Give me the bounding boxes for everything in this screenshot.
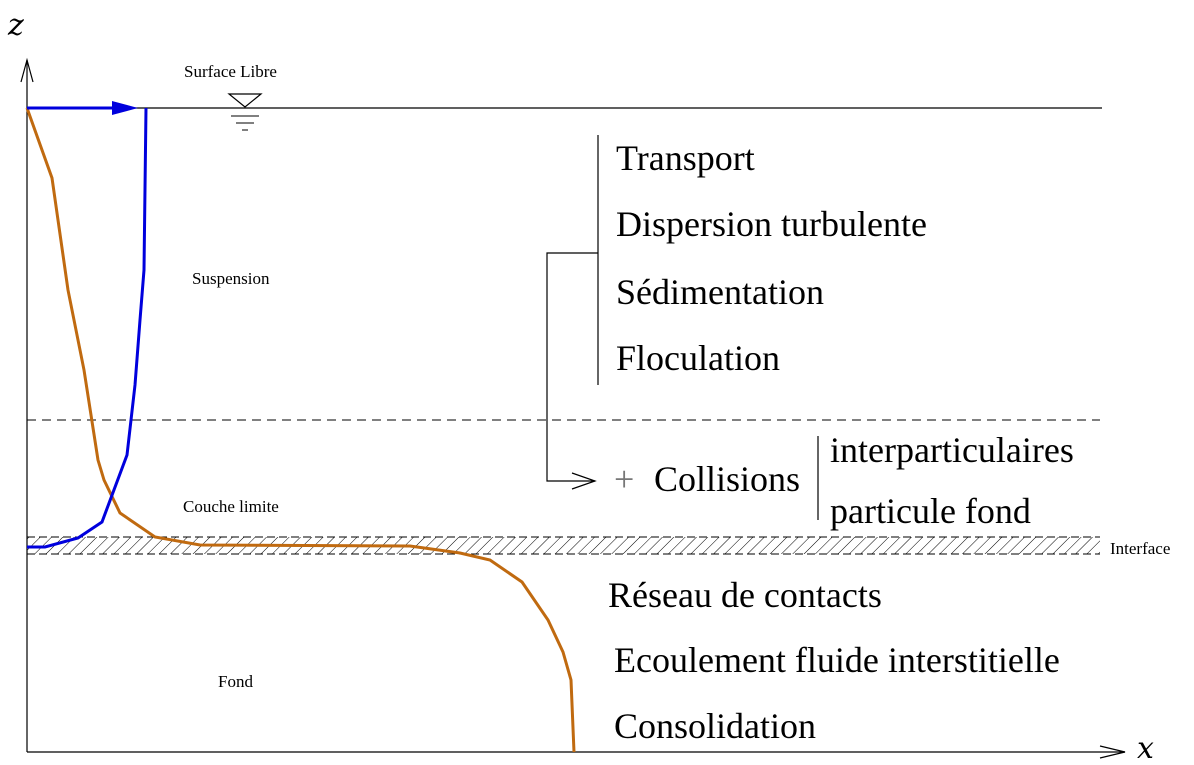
boundary-layer-label: Couche limite xyxy=(183,497,279,516)
collisions-plus: + xyxy=(614,459,634,499)
process-dispersion: Dispersion turbulente xyxy=(616,204,927,244)
z-axis-label: z xyxy=(7,8,24,43)
process-transport: Transport xyxy=(616,138,755,178)
process-flocculation: Floculation xyxy=(616,338,780,378)
free-surface-label: Surface Libre xyxy=(184,62,277,81)
free-surface-symbol xyxy=(227,93,263,131)
collisions-connector-arrowhead xyxy=(571,472,597,490)
concentration-profile-curve xyxy=(25,107,576,753)
x-axis-label: x xyxy=(1137,731,1154,765)
interface-label: Interface xyxy=(1110,539,1170,558)
collisions-label: Collisions xyxy=(654,459,800,499)
collision-particle-bed: particule fond xyxy=(830,491,1031,531)
suspension-label: Suspension xyxy=(192,269,270,288)
surface-velocity-arrowhead xyxy=(112,101,138,115)
x-axis-arrowhead xyxy=(1099,745,1126,759)
collisions-connector xyxy=(546,252,598,482)
bed-process-consolidation: Consolidation xyxy=(614,706,816,746)
z-axis-arrowhead xyxy=(20,57,34,83)
process-sedimentation: Sédimentation xyxy=(616,272,824,312)
bed-process-contacts: Réseau de contacts xyxy=(608,575,882,615)
collision-interparticle: interparticulaires xyxy=(830,430,1074,470)
bed-process-interstitial-flow: Ecoulement fluide interstitielle xyxy=(614,640,1060,680)
interface-band xyxy=(27,537,1100,554)
velocity-profile-curve xyxy=(27,107,148,549)
bed-label: Fond xyxy=(218,672,253,691)
